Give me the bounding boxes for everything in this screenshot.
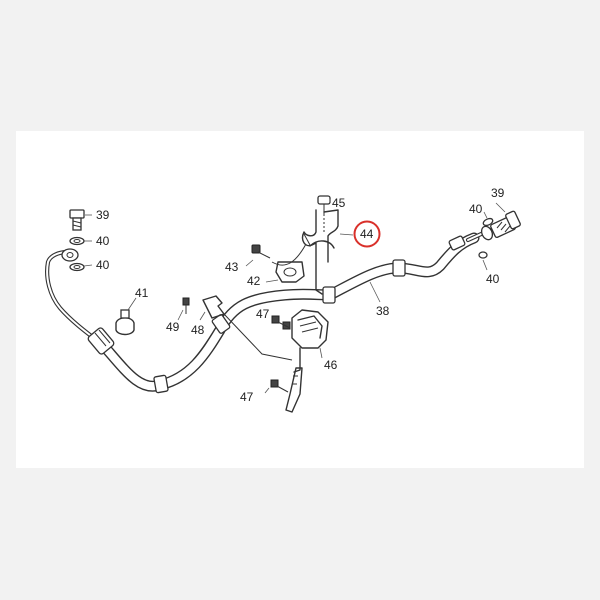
callout-42: 42 bbox=[247, 274, 261, 288]
hose-ferrules bbox=[153, 235, 466, 394]
right-washers bbox=[478, 217, 494, 259]
left-banjo-assembly bbox=[61, 209, 85, 272]
callout-38: 38 bbox=[376, 304, 390, 318]
clamp-42 bbox=[275, 261, 305, 283]
highlight-circle bbox=[353, 220, 381, 248]
callout-49: 49 bbox=[166, 320, 180, 334]
bolt-43 bbox=[251, 244, 271, 259]
callout-40-right-bottom: 40 bbox=[486, 272, 500, 286]
leader-lines bbox=[83, 199, 506, 394]
callout-43: 43 bbox=[225, 260, 239, 274]
callout-39-left: 39 bbox=[96, 208, 110, 222]
callouts: 39 40 40 41 49 48 43 42 45 44 38 47 46 4… bbox=[96, 186, 505, 404]
callout-41: 41 bbox=[135, 286, 149, 300]
left-pipe bbox=[45, 249, 115, 355]
callout-46: 46 bbox=[324, 358, 338, 372]
assembly-line bbox=[223, 313, 293, 361]
callout-45: 45 bbox=[332, 196, 346, 210]
bracket-44 bbox=[271, 209, 339, 295]
callout-44: 44 bbox=[360, 227, 374, 241]
lower-bracket-46 bbox=[282, 309, 329, 413]
bolt-47-upper bbox=[271, 315, 291, 329]
callout-40-left-bottom: 40 bbox=[96, 258, 110, 272]
callout-48: 48 bbox=[191, 323, 205, 337]
right-end-fitting bbox=[465, 210, 521, 243]
main-hose bbox=[97, 232, 480, 392]
callout-47-lower: 47 bbox=[240, 390, 254, 404]
callout-39-right: 39 bbox=[491, 186, 505, 200]
callout-47-upper: 47 bbox=[256, 307, 270, 321]
callout-40-right-top: 40 bbox=[469, 202, 483, 216]
bolt-47-lower bbox=[270, 379, 289, 393]
hose-clamp bbox=[115, 309, 135, 336]
bolt-45 bbox=[317, 195, 331, 232]
callout-40-left-top: 40 bbox=[96, 234, 110, 248]
bracket-48 bbox=[182, 295, 225, 319]
